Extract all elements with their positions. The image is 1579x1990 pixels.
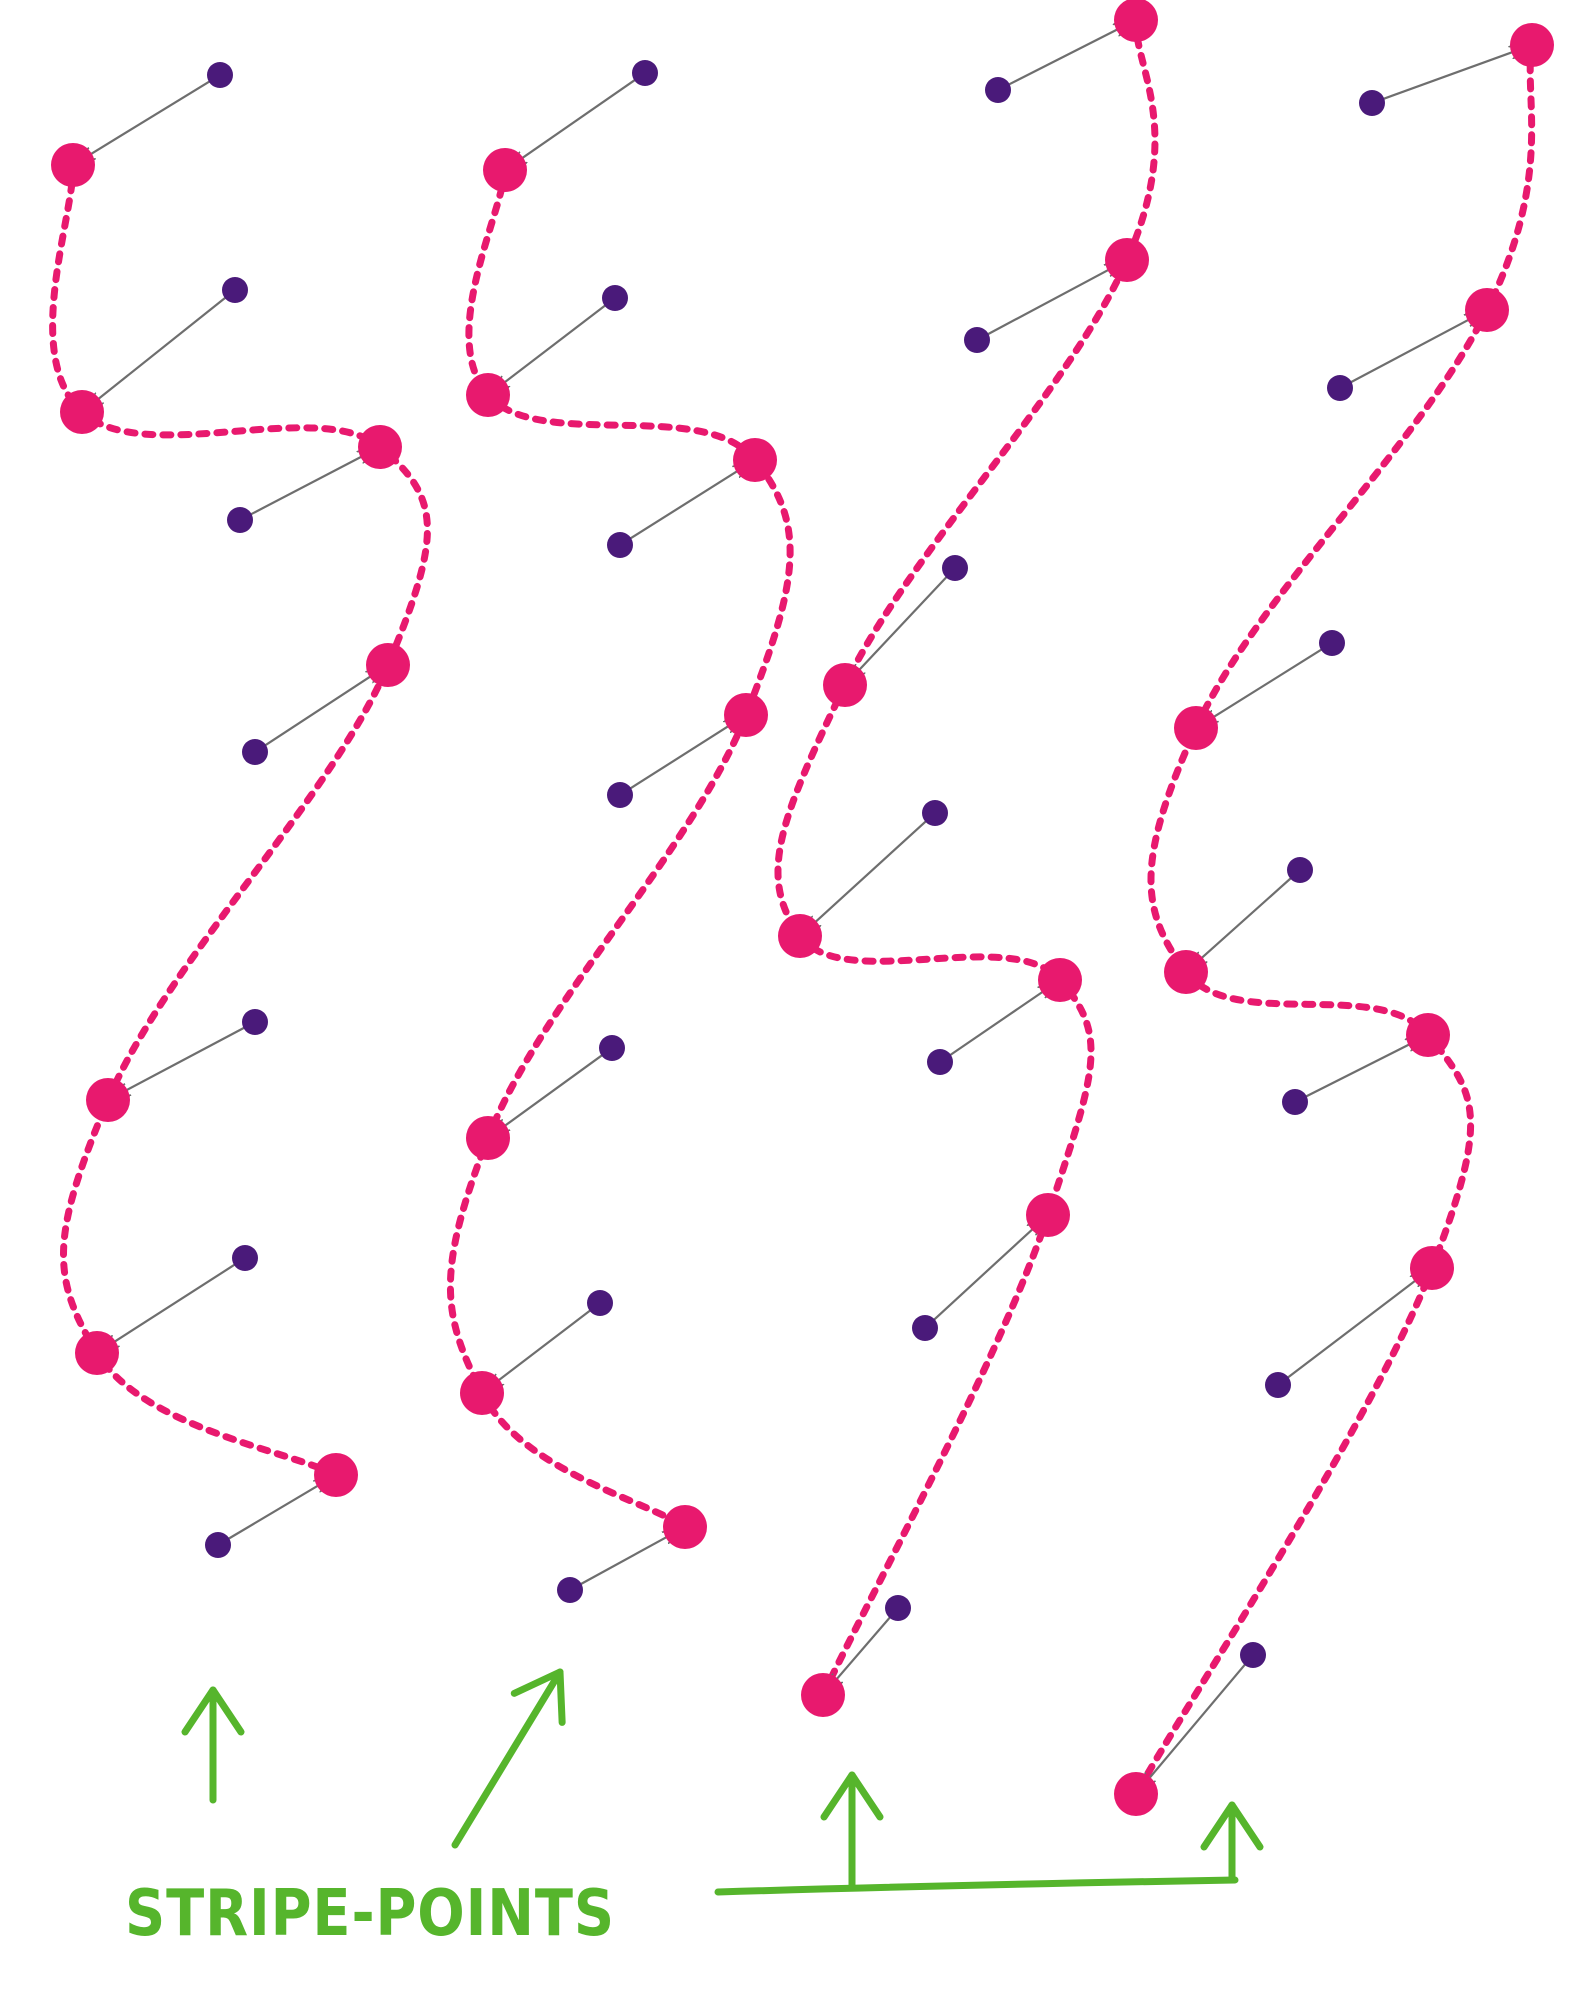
stripe-points-label: STRIPE-POINTS: [125, 1877, 615, 1951]
source-point: [1240, 1642, 1266, 1668]
source-point: [927, 1049, 953, 1075]
source-point: [1287, 857, 1313, 883]
stripe-point: [663, 1505, 707, 1549]
stripe-path: [774, 16, 1159, 1699]
displacement-arrow: [496, 1054, 603, 1132]
stripe-point: [51, 143, 95, 187]
stripe-point: [1406, 1013, 1450, 1057]
source-point: [557, 1577, 583, 1603]
displacement-arrow: [105, 1263, 236, 1347]
source-point: [205, 1532, 231, 1558]
stripe-point: [801, 1673, 845, 1717]
stripe-point: [460, 1371, 504, 1415]
source-point: [922, 800, 948, 826]
stripe-point: [1038, 958, 1082, 1002]
stripe-point: [60, 390, 104, 434]
displacement-arrow: [1193, 877, 1292, 965]
annotation-arrows: [181, 1668, 1264, 1896]
source-point: [607, 782, 633, 808]
displacement-arrow: [82, 80, 211, 160]
displacement-arrow: [1382, 48, 1522, 100]
displacement-arrow: [1350, 315, 1479, 384]
displacement-arrow: [117, 1026, 245, 1096]
stripe-point: [366, 643, 410, 687]
displacement-arrow: [250, 452, 371, 516]
source-point: [1265, 1372, 1291, 1398]
stripe-point: [823, 663, 867, 707]
stripe-point: [466, 373, 510, 417]
source-point: [1282, 1089, 1308, 1115]
source-point: [1359, 90, 1385, 116]
source-point: [242, 1009, 268, 1035]
stripe-point: [75, 1331, 119, 1375]
stripe-point: [314, 1453, 358, 1497]
stripe-point: [1114, 0, 1158, 42]
stripe-path: [447, 166, 794, 1531]
displacement-arrow: [1008, 25, 1127, 86]
annotation-arrow-2: [451, 1668, 566, 1849]
source-point: [227, 507, 253, 533]
source-point: [885, 1595, 911, 1621]
stripe-point: [86, 1078, 130, 1122]
source-points: [205, 60, 1385, 1668]
source-point: [222, 277, 248, 303]
source-point: [942, 555, 968, 581]
annotation-arrow-1: [181, 1686, 245, 1804]
stripe-point: [1105, 238, 1149, 282]
source-point: [985, 77, 1011, 103]
stripe-point: [733, 438, 777, 482]
source-point: [964, 327, 990, 353]
displacement-arrow: [852, 575, 948, 678]
stripe-point: [1465, 288, 1509, 332]
stripe-point: [1174, 706, 1218, 750]
stripe-point: [1114, 1772, 1158, 1816]
stripe-point: [724, 693, 768, 737]
source-point: [232, 1245, 258, 1271]
displacement-arrow: [987, 265, 1119, 336]
displacement-arrow: [90, 296, 227, 405]
stripe-point: [1026, 1193, 1070, 1237]
annotation-arrow-4: [1200, 1801, 1264, 1884]
source-point: [207, 62, 233, 88]
displacement-arrow: [1305, 1039, 1419, 1098]
annotation-baseline: [714, 1876, 1239, 1896]
displacement-arrow: [1204, 648, 1323, 722]
displacement-arrows: [82, 25, 1523, 1787]
source-point: [587, 1290, 613, 1316]
displacement-arrow: [807, 820, 927, 929]
displacement-arrow: [1286, 1274, 1424, 1379]
annotation-arrow-3: [820, 1771, 884, 1889]
stripe-point: [778, 914, 822, 958]
displacement-arrow: [1142, 1663, 1247, 1786]
source-point: [242, 739, 268, 765]
stripe-point: [1164, 950, 1208, 994]
stripe-point: [466, 1116, 510, 1160]
stripe-paths: [49, 16, 1536, 1798]
displacement-arrow: [579, 1532, 677, 1586]
displacement-arrow: [513, 78, 636, 164]
displacement-arrow: [949, 986, 1052, 1057]
displacement-arrow: [264, 670, 380, 747]
stripe-point: [1410, 1246, 1454, 1290]
displacement-arrow: [490, 1309, 592, 1387]
stripe-point: [1510, 23, 1554, 67]
stripe-path: [49, 161, 431, 1479]
source-point: [602, 285, 628, 311]
displacement-arrow: [629, 465, 746, 540]
displacement-arrow: [496, 304, 607, 389]
source-point: [632, 60, 658, 86]
stripe-points: [51, 0, 1554, 1816]
displacement-arrow: [629, 720, 737, 790]
displacement-arrow: [933, 1222, 1041, 1321]
source-point: [1319, 630, 1345, 656]
source-point: [912, 1315, 938, 1341]
displacement-arrow: [830, 1616, 891, 1687]
source-point: [1327, 375, 1353, 401]
source-point: [599, 1035, 625, 1061]
source-point: [607, 532, 633, 558]
stripe-point: [483, 148, 527, 192]
displacement-arrow: [227, 1480, 327, 1540]
stripe-point: [358, 425, 402, 469]
